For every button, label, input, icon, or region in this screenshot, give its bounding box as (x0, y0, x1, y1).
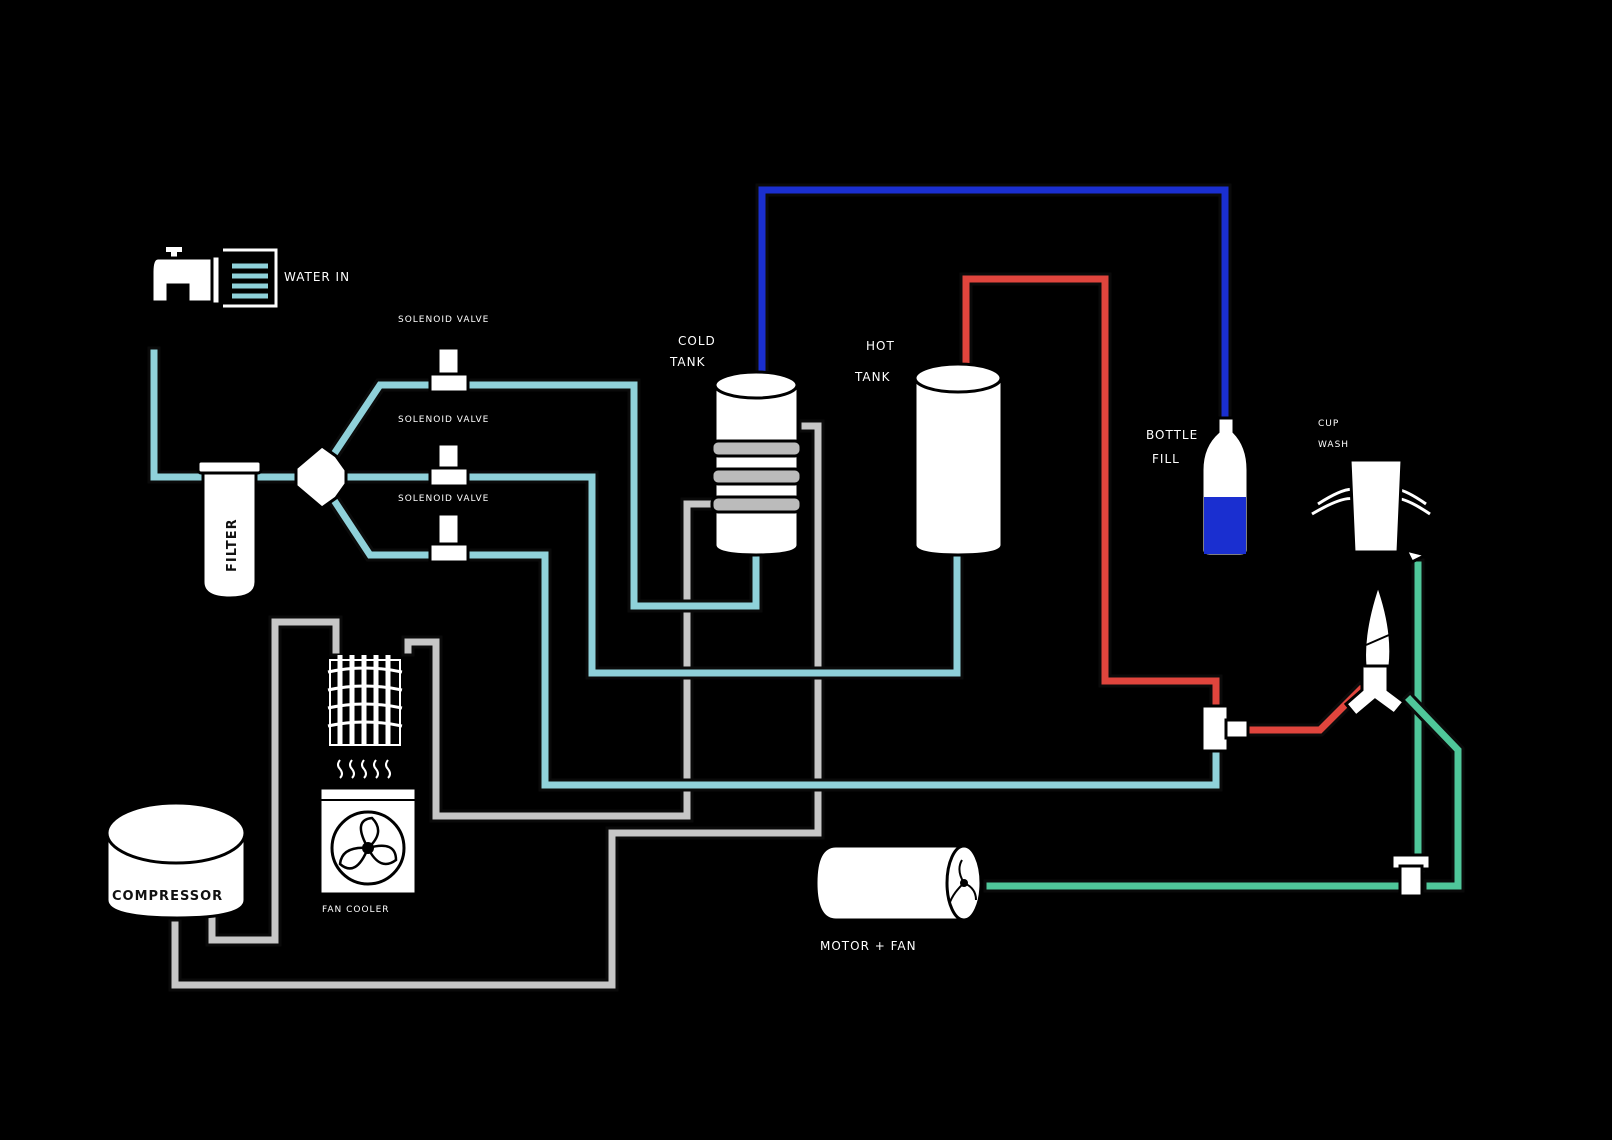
motor-fan (814, 844, 983, 922)
filter-cartridge: FILTER (196, 459, 263, 600)
solenoid-valve-2 (428, 442, 470, 488)
cup-wash-icon (1311, 458, 1431, 565)
filter-label: FILTER (225, 518, 240, 572)
hot-tank (913, 362, 1004, 557)
hot-tank-label-1: HOT (866, 339, 895, 353)
solenoid-valve-3 (428, 512, 470, 564)
heat-waves-icon (337, 759, 391, 779)
compressor-label: COMPRESSOR (112, 889, 223, 904)
water-in-label: WATER IN (284, 270, 350, 284)
cold-tank-label-2: TANK (669, 355, 706, 369)
cold-tank (710, 370, 803, 557)
hot-line (959, 272, 1370, 737)
bottle-icon (1200, 416, 1250, 558)
condenser-coil (327, 655, 403, 746)
cup-wash-label-1: CUP (1318, 419, 1339, 429)
solenoid-valve-label-1: SOLENOID VALVE (398, 315, 489, 325)
motor-fan-label: MOTOR + FAN (820, 939, 917, 953)
fan-cooler (318, 786, 418, 896)
water-tap-icon (150, 247, 278, 308)
drain-t-fitting (1390, 853, 1432, 898)
mixer-valve (1343, 580, 1407, 719)
y-splitter (294, 444, 348, 510)
bottle-fill-label-2: FILL (1152, 452, 1180, 466)
bottle-fill-label-1: BOTTLE (1146, 428, 1198, 442)
hot-tank-label-2: TANK (854, 370, 891, 384)
cold-line (755, 183, 1232, 425)
solenoid-valve-label-3: SOLENOID VALVE (398, 494, 489, 504)
cup-wash-label-2: WASH (1318, 440, 1349, 450)
fan-cooler-label: FAN COOLER (322, 905, 390, 915)
drain-lines (983, 558, 1465, 893)
solenoid-valve-label-2: SOLENOID VALVE (398, 415, 489, 425)
solenoid-valve-1 (428, 346, 470, 394)
junction-valve (1200, 704, 1250, 753)
water-lines (147, 346, 1223, 792)
cold-tank-label-1: COLD (678, 334, 716, 348)
refrigerant-lines (168, 419, 825, 992)
compressor: COMPRESSOR (105, 801, 247, 920)
